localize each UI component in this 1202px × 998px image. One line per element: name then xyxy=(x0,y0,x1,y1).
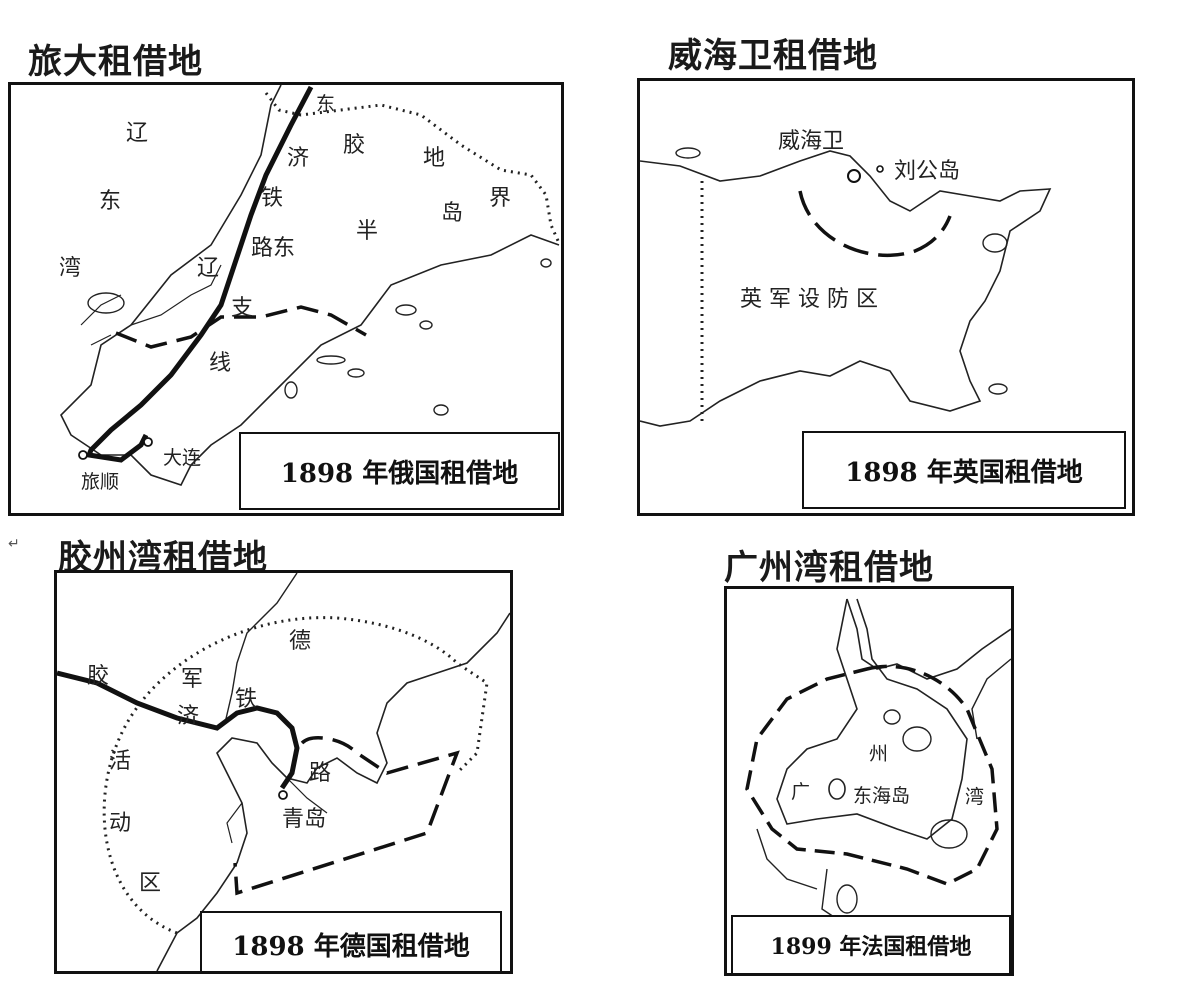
coastline xyxy=(640,150,1052,427)
island xyxy=(836,884,858,914)
coastline-2 xyxy=(130,264,222,326)
label-qingdao: 青岛 xyxy=(282,807,327,832)
caption-weihaiwei: 1898 年英国租借地 xyxy=(802,431,1126,509)
city-dot xyxy=(876,165,884,173)
map-panel-weihaiwei: 威海卫 刘公岛 英 军 设 防 区 1898 年英国租借地 xyxy=(637,78,1135,516)
label-xian: 线 xyxy=(209,351,232,376)
island xyxy=(902,726,932,752)
label-lu: 路 xyxy=(309,761,332,786)
label-dong: 动 xyxy=(109,811,132,836)
island xyxy=(347,368,365,378)
label-lushun: 旅顺 xyxy=(81,471,120,493)
map-luda-svg xyxy=(60,85,561,486)
liugong-island-dot xyxy=(847,169,861,183)
label-ji: 济 xyxy=(177,704,200,729)
label-zhou: 州 xyxy=(869,743,889,765)
label-lu-dong: 路东 xyxy=(251,236,296,261)
coastline-3 xyxy=(80,294,122,346)
coastline-2 xyxy=(776,598,968,840)
coastline-3 xyxy=(226,777,328,844)
island xyxy=(828,778,846,800)
railway-line xyxy=(57,670,300,790)
island xyxy=(988,383,1008,395)
label-wan: 湾 xyxy=(965,786,985,808)
leasehold-boundary xyxy=(798,190,952,257)
label-weihaiwei: 威海卫 xyxy=(778,129,845,154)
railway-line xyxy=(85,85,314,463)
leasehold-boundary xyxy=(115,305,367,349)
boundary-dotted xyxy=(264,92,561,244)
label-ban: 半 xyxy=(356,219,379,244)
label-liao: 辽 xyxy=(126,121,149,146)
island xyxy=(284,381,298,399)
label-ji: 济 xyxy=(287,146,310,171)
map-panel-luda: 辽 东 湾 东 济 铁 路东 辽 支 线 胶 地 界 半 岛 大连 旅顺 189… xyxy=(8,82,564,516)
label-jun: 军 xyxy=(181,667,204,692)
map-panel-guangzhouwan: 广 州 东海岛 湾 1899 年法国租借地 xyxy=(724,586,1014,976)
boundary-dotted xyxy=(102,616,489,935)
island xyxy=(540,258,552,268)
city-dot xyxy=(78,450,88,460)
label-jiaodong: 东 xyxy=(316,93,336,115)
river xyxy=(224,573,298,724)
map-weihaiwei-svg xyxy=(640,147,1052,427)
label-tie: 铁 xyxy=(235,687,258,712)
label-qu: 区 xyxy=(139,871,162,896)
island xyxy=(675,147,701,159)
island xyxy=(419,320,433,330)
label-guang: 广 xyxy=(791,781,811,803)
label-wan: 湾 xyxy=(59,256,82,281)
label-liao2: 辽 xyxy=(197,256,220,281)
label-dalian: 大连 xyxy=(163,447,202,469)
island xyxy=(883,709,901,725)
leasehold-boundary xyxy=(233,736,460,896)
map-jiaozhou-svg xyxy=(57,573,510,971)
island xyxy=(316,355,346,365)
paragraph-mark: ↵ xyxy=(8,536,20,552)
coastline xyxy=(216,612,510,864)
island xyxy=(930,819,968,849)
panel-title-guangzhouwan: 广州湾租借地 xyxy=(724,548,934,588)
leasehold-boundary xyxy=(745,664,999,886)
caption-jiaozhou: 1898 年德国租借地 xyxy=(200,911,502,971)
label-donghaidao: 东海岛 xyxy=(853,785,911,807)
label-dong: 东 xyxy=(99,189,122,214)
island xyxy=(433,404,449,416)
label-tie: 铁 xyxy=(261,186,284,211)
panel-title-luda: 旅大租借地 xyxy=(28,42,203,82)
label-huo: 活 xyxy=(109,749,132,774)
label-jie: 界 xyxy=(489,186,512,211)
island xyxy=(982,233,1008,253)
city-dot xyxy=(143,437,153,447)
island xyxy=(87,292,125,314)
coastline xyxy=(846,598,1011,680)
label-defense-zone: 英 军 设 防 区 xyxy=(740,287,878,312)
qingdao-dot xyxy=(278,790,288,800)
coastline-2 xyxy=(156,862,238,971)
label-liugongdao: 刘公岛 xyxy=(894,159,961,184)
map-panel-jiaozhou: 胶 军 济 铁 德 路 活 动 区 青岛 1898 年德国租借地 xyxy=(54,570,513,974)
label-zhi: 支 xyxy=(231,296,254,321)
caption-guangzhouwan: 1899 年法国租借地 xyxy=(731,915,1011,973)
label-jiao: 胶 xyxy=(343,133,366,158)
caption-luda: 1898 年俄国租借地 xyxy=(239,432,560,510)
label-de: 德 xyxy=(289,629,312,654)
panel-title-weihaiwei: 威海卫租借地 xyxy=(668,36,878,76)
label-dao: 岛 xyxy=(441,201,464,226)
coastline xyxy=(60,85,560,486)
label-jiao: 胶 xyxy=(87,664,110,689)
island xyxy=(395,304,417,316)
label-di: 地 xyxy=(423,146,446,171)
